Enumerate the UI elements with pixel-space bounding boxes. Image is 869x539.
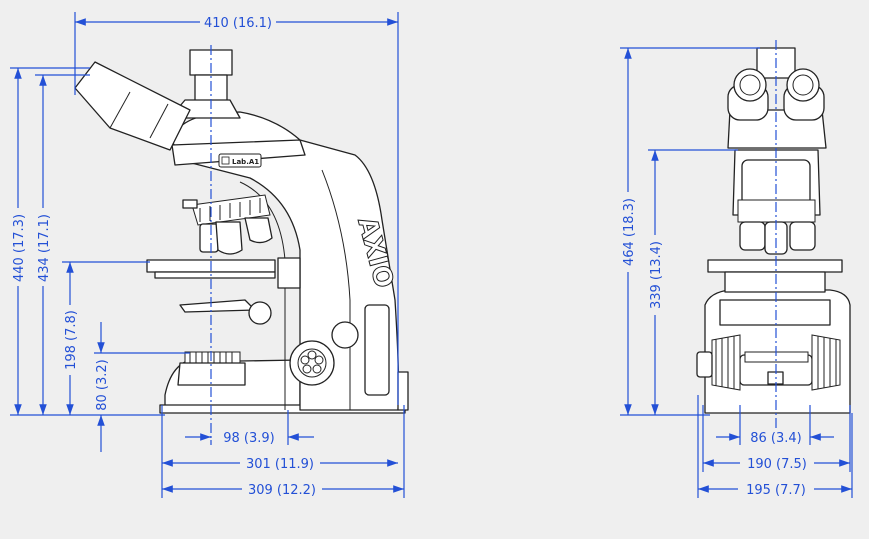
dim-stage-height: 198 (7.8)	[64, 310, 79, 370]
dim-height-eyepiece: 434 (17.1)	[37, 214, 52, 282]
dim-height-total: 440 (17.3)	[12, 214, 27, 282]
dim-overall-depth: 309 (12.2)	[248, 483, 316, 498]
dim-front-height-head: 339 (13.4)	[649, 241, 664, 309]
dim-foot-spacing: 86 (3.4)	[750, 431, 802, 446]
side-view-dimensions: 410 (16.1) 440 (17.3) 434 (17.1) 198 (7.…	[10, 12, 405, 498]
model-label: Lab.A1	[218, 153, 262, 168]
dim-overall-width: 195 (7.7)	[746, 483, 806, 498]
dim-front-height-total: 464 (18.3)	[622, 198, 637, 266]
front-view-microscope	[696, 47, 851, 414]
dim-condenser-height: 80 (3.2)	[95, 359, 110, 411]
svg-text:Lab.A1: Lab.A1	[232, 158, 259, 166]
dim-axis-offset: 98 (3.9)	[223, 431, 275, 446]
dim-width-top: 410 (16.1)	[204, 16, 272, 31]
dim-base-width: 190 (7.5)	[747, 457, 807, 472]
front-view-dimensions: 464 (18.3) 339 (13.4) 86 (3.4) 190 (7.5)…	[620, 40, 853, 498]
side-view-microscope: AXIO Lab.A1	[74, 49, 409, 414]
dim-base-depth: 301 (11.9)	[246, 457, 314, 472]
